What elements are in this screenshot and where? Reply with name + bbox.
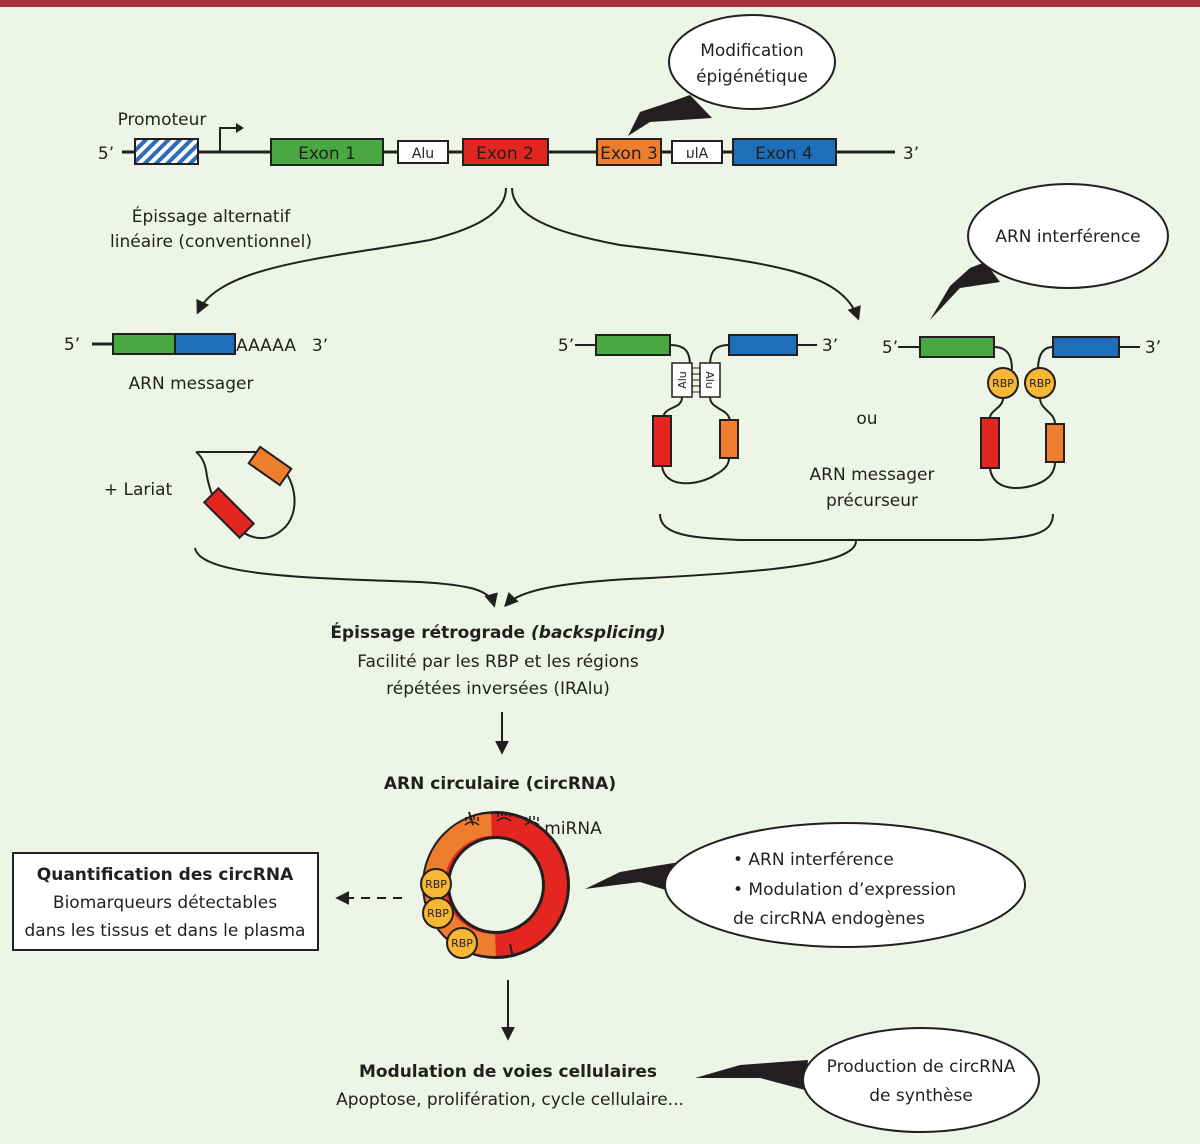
exon2-box	[462, 138, 549, 166]
mrna-exon4	[174, 333, 236, 355]
quantification-title: Quantification des circRNA	[37, 865, 294, 885]
callout-epigenetic: Modification épigénétique	[628, 14, 836, 136]
callout-synthetic: Production de circRNA de synthèse	[695, 1027, 1040, 1133]
callout-synthetic-line2: de synthèse	[869, 1086, 973, 1106]
promoter-label: Promoteur	[118, 110, 207, 130]
exon2-label: Exon 2	[476, 144, 534, 164]
backsplicing-line1: Facilité par les RBP et les régions	[357, 652, 639, 672]
branch-arrows	[196, 187, 861, 321]
lariat-label: + Lariat	[104, 480, 173, 500]
alu-box-forward	[397, 140, 449, 164]
gene-structure: 5’ 3’ Promoteur Exon 1 Alu Exon 2 Exon 3…	[98, 110, 919, 166]
callout-rnai-top-label: ARN interférence	[995, 227, 1140, 247]
precursor-alu-exon4	[728, 334, 798, 356]
precursor-rbp-exon4	[1052, 336, 1120, 358]
precursor-or: ou	[856, 409, 877, 429]
svg-text:RBP: RBP	[425, 878, 447, 891]
backsplicing-title: Épissage rétrograde (backsplicing)	[330, 621, 665, 643]
linear-splicing-line2: linéaire (conventionnel)	[110, 232, 312, 252]
alu-label-inverted: Alu	[686, 146, 708, 162]
callout-epigenetic-pointer	[628, 95, 712, 136]
precursor-rbp-label-right: RBP	[1029, 377, 1051, 390]
mrna-label: ARN messager	[129, 374, 254, 394]
backsplicing-line2: répétées inversées (IRAlu)	[386, 679, 610, 699]
pathways-title: Modulation de voies cellulaires	[359, 1062, 657, 1082]
mrna-exon1	[112, 333, 176, 355]
lariat: + Lariat	[104, 445, 296, 540]
alu-box-inverted	[671, 140, 723, 164]
exon1-label: Exon 1	[298, 144, 356, 164]
callout-rnai-top: ARN interférence	[930, 183, 1169, 320]
precursor-alu-exon1	[595, 334, 671, 356]
callout-epigenetic-line1: Modification	[700, 41, 804, 61]
precursor-rbp-label-left: RBP	[992, 377, 1014, 390]
quantification-line2: dans les tissus et dans le plasma	[25, 921, 306, 941]
precursor-rbp-five-prime: 5’	[882, 338, 898, 358]
precursor-rbp-exon3	[1045, 423, 1065, 463]
svg-text:RBP: RBP	[451, 937, 473, 950]
precursor-alu-label-b: Alu	[703, 371, 716, 389]
mrna-five-prime: 5’	[64, 335, 80, 355]
callout-rnai-bullet3: de circRNA endogènes	[733, 909, 925, 929]
precursor-brace	[659, 513, 1054, 541]
quantification-box: Quantification des circRNA Biomarqueurs …	[12, 852, 319, 951]
callout-rnai-bullet1: • ARN interférence	[733, 850, 894, 870]
mirna-label: miRNA	[544, 819, 602, 839]
promoter-box	[134, 138, 199, 165]
precursor-rbp-exon1	[919, 336, 995, 358]
precursor-alu: 5’ 3’ Alu Alu	[558, 334, 838, 485]
precursor-label-line2: précurseur	[826, 491, 918, 511]
callout-synthetic-line1: Production de circRNA	[827, 1057, 1016, 1077]
lariat-exon2	[202, 486, 256, 540]
mrna-three-prime: 3’	[312, 336, 328, 356]
svg-text:RBP: RBP	[427, 907, 449, 920]
precursor-rbp-three-prime: 3’	[1145, 338, 1161, 358]
precursor-alu-label-a: Alu	[676, 371, 689, 389]
circrna-rbps: RBP RBP RBP	[420, 868, 478, 959]
converging-arrows	[194, 540, 857, 608]
gene-five-prime: 5’	[98, 144, 114, 164]
callout-rnai-top-pointer	[930, 262, 1000, 320]
exon1-box	[270, 138, 384, 166]
precursor-alu-three-prime: 3’	[822, 336, 838, 356]
precursor-alu-exon3	[719, 419, 739, 459]
lariat-exon3	[247, 445, 293, 487]
precursor-label-line1: ARN messager	[810, 465, 935, 485]
callout-rnai-bullet2: • Modulation d’expression	[733, 880, 956, 900]
exon3-box	[596, 138, 662, 166]
callout-synthetic-pointer	[695, 1060, 808, 1090]
mrna-polya: AAAAA	[236, 336, 296, 356]
exon4-box	[732, 138, 837, 166]
top-band	[0, 0, 1200, 7]
alu-label-forward: Alu	[412, 146, 434, 162]
precursor-rbp-exon2	[980, 417, 1000, 469]
transcription-start-arrow	[219, 127, 238, 152]
pathways-line1: Apoptose, prolifération, cycle cellulair…	[336, 1090, 684, 1110]
exon3-label: Exon 3	[600, 144, 658, 164]
precursor-alu-exon2	[652, 415, 672, 467]
callout-epigenetic-line2: épigénétique	[696, 67, 808, 87]
quantification-line1: Biomarqueurs détectables	[53, 893, 277, 913]
exon4-label: Exon 4	[755, 144, 813, 164]
gene-three-prime: 3’	[903, 144, 919, 164]
mrna: 5’ AAAAA 3’ ARN messager	[64, 333, 328, 394]
callout-rnai-bottom: • ARN interférence • Modulation d’expres…	[585, 822, 1026, 948]
mirna-marks	[464, 812, 540, 826]
callout-rnai-bottom-pointer	[585, 862, 680, 892]
linear-splicing-line1: Épissage alternatif	[132, 205, 292, 227]
circrna-title: ARN circulaire (circRNA)	[384, 774, 616, 794]
precursor-rbp: 5’ 3’ RBP RBP	[882, 336, 1161, 489]
precursor-alu-five-prime: 5’	[558, 336, 574, 356]
